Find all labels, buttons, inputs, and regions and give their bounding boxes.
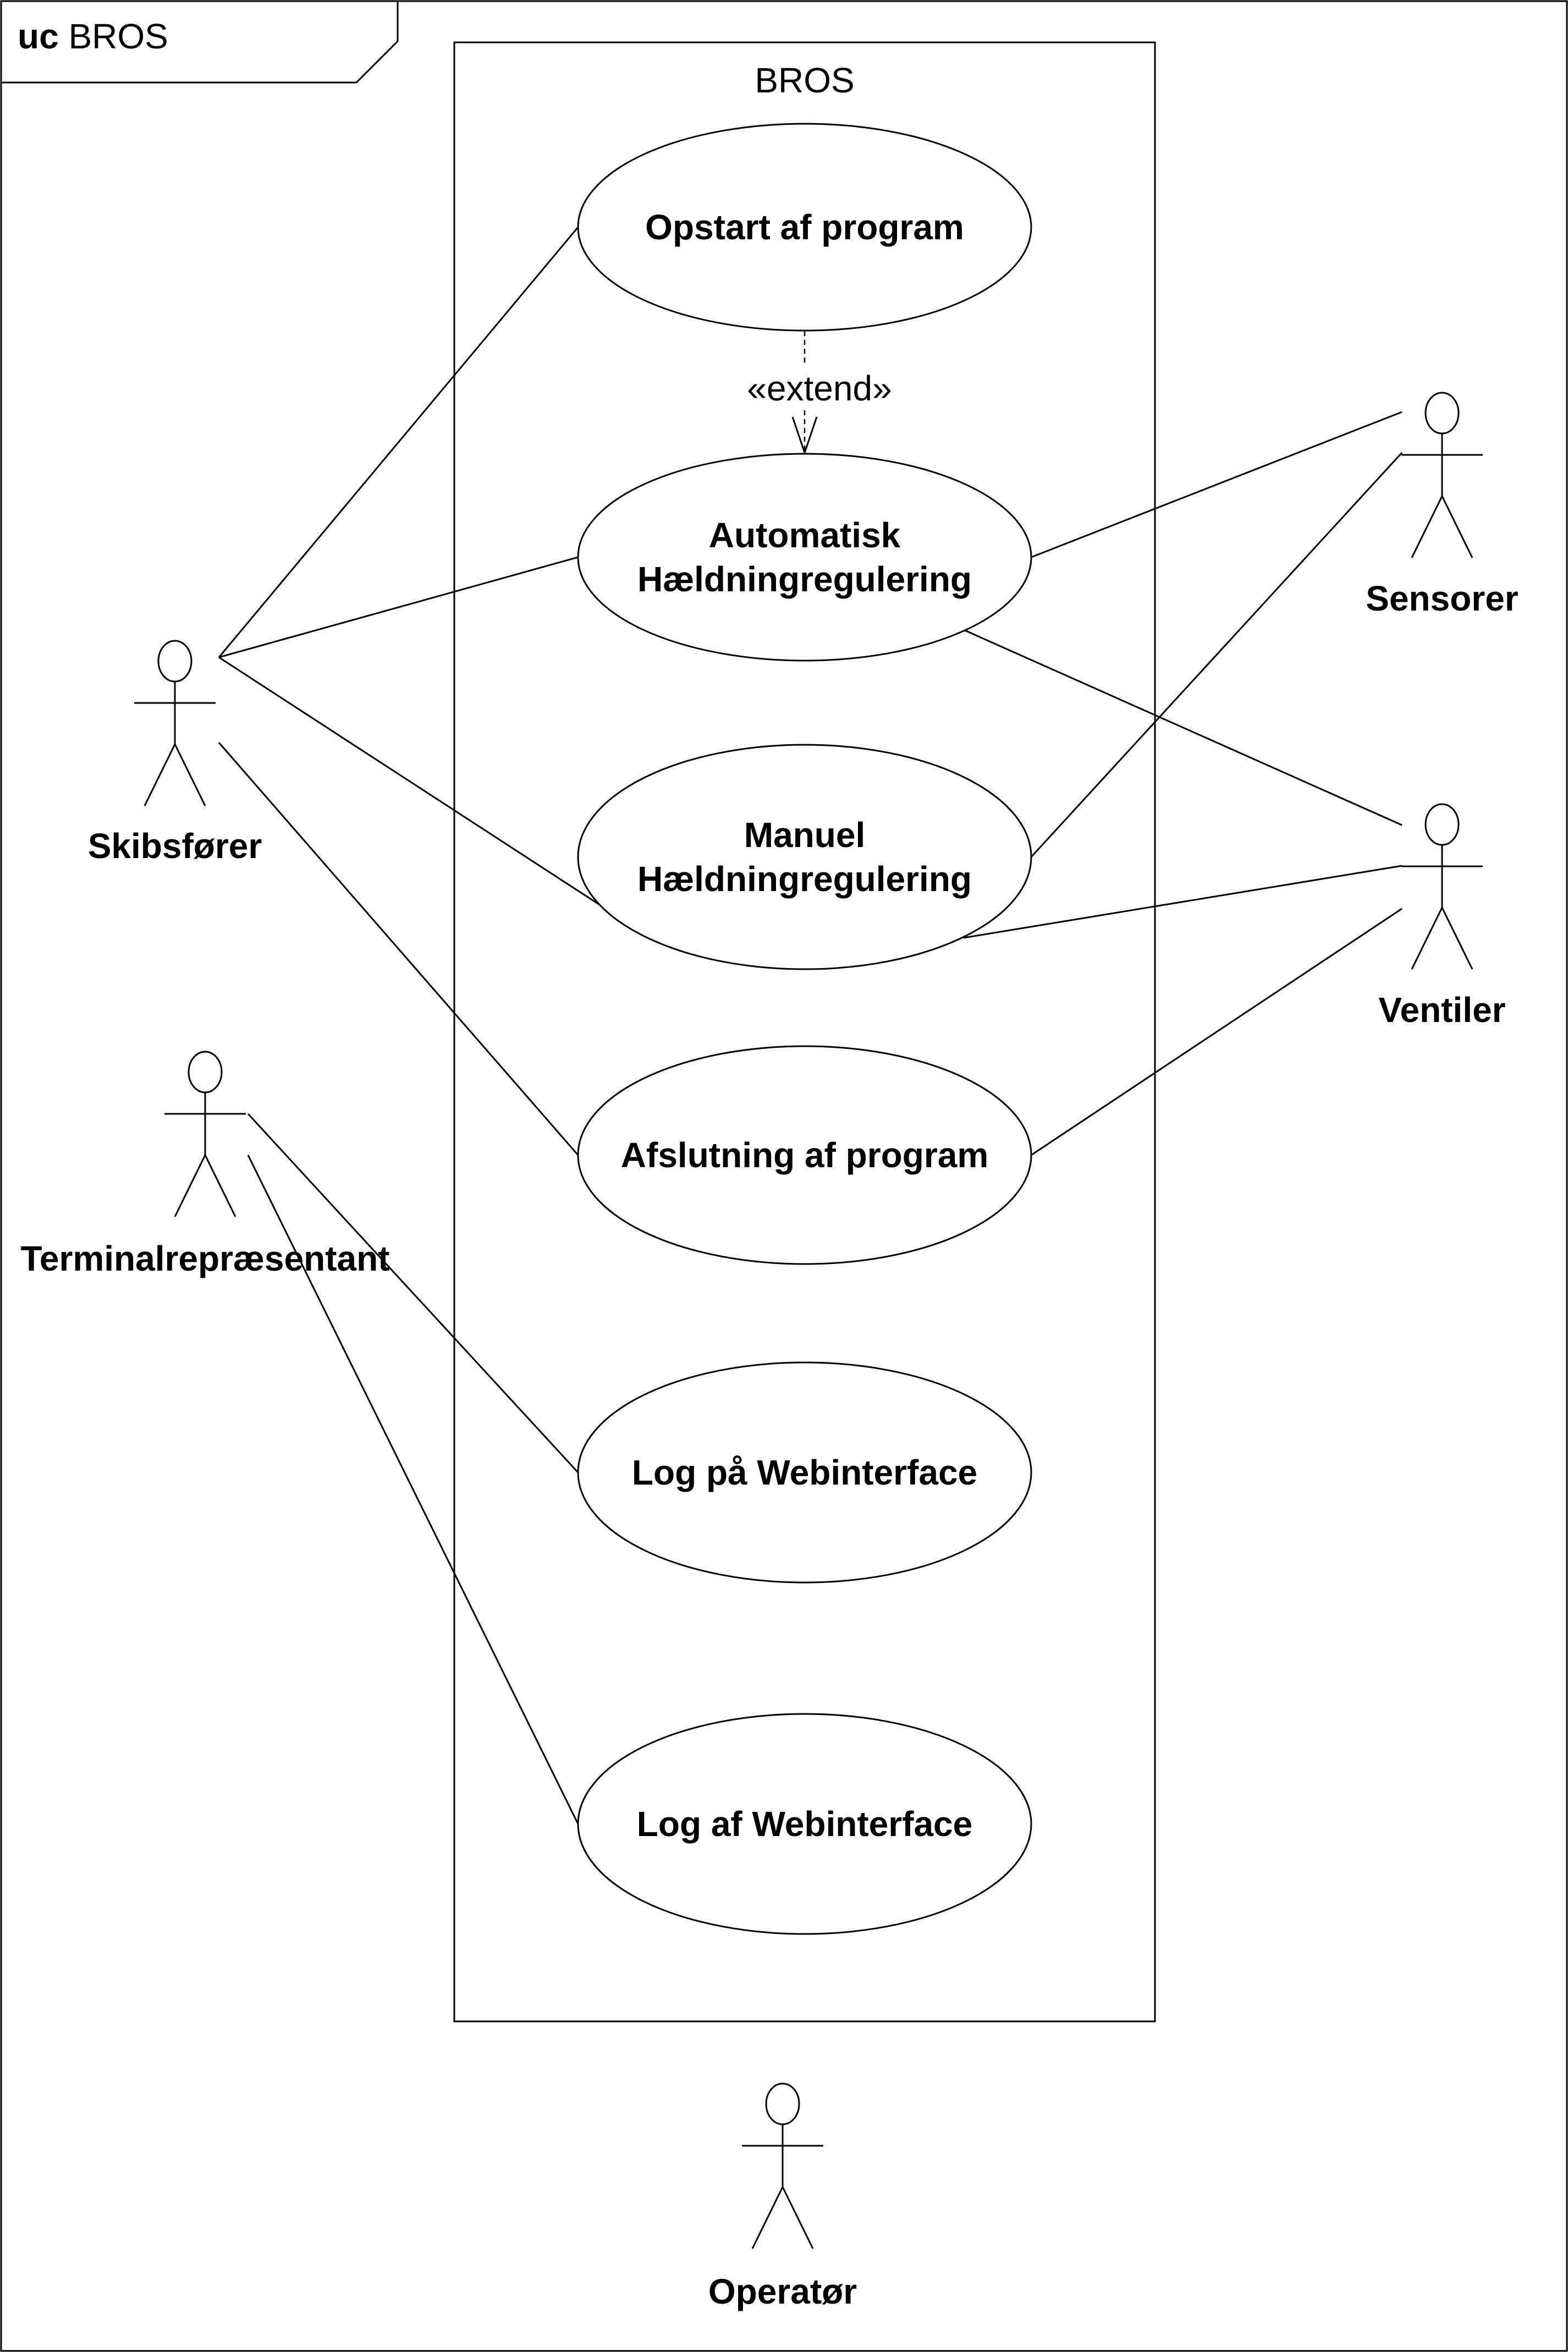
use-case-label: Hældningregulering bbox=[637, 559, 972, 599]
use-case-label: Afslutning af program bbox=[621, 1135, 988, 1175]
use-case-logpaa[interactable]: Log på Webinterface bbox=[577, 1361, 1032, 1584]
frame-keyword: uc bbox=[18, 17, 59, 56]
use-case-label: Manuel bbox=[744, 815, 865, 855]
association-terminal-logpaa bbox=[247, 1113, 579, 1474]
actor-sensorer[interactable]: Sensorer bbox=[1366, 392, 1519, 618]
frame-name: BROS bbox=[68, 17, 168, 56]
actor-head bbox=[1424, 803, 1460, 846]
actor-head bbox=[188, 1051, 223, 1093]
use-case-ellipse bbox=[577, 1713, 1032, 1935]
actor-left-leg bbox=[1411, 907, 1443, 970]
actor-left-leg bbox=[1411, 496, 1443, 558]
actor-left-leg bbox=[174, 1155, 206, 1217]
use-case-logaf[interactable]: Log af Webinterface bbox=[577, 1713, 1032, 1935]
actor-ventiler[interactable]: Ventiler bbox=[1378, 803, 1506, 1030]
actor-skibsforer[interactable]: Skibsfører bbox=[88, 640, 262, 866]
actor-label: Sensorer bbox=[1366, 579, 1518, 618]
frame-title: uc BROS bbox=[18, 17, 168, 56]
use-case-ellipse bbox=[577, 453, 1032, 662]
use-case-label: Log på Webinterface bbox=[632, 1453, 977, 1492]
use-case-ellipse bbox=[577, 123, 1032, 332]
association-ventiler-manuel bbox=[963, 865, 1402, 939]
association-layer bbox=[218, 227, 1403, 1825]
actor-left-leg bbox=[144, 744, 176, 806]
use-case-ellipse bbox=[577, 1361, 1032, 1584]
actor-head bbox=[157, 640, 192, 683]
use-case-label: Opstart af program bbox=[645, 207, 964, 247]
use-case-label: Log af Webinterface bbox=[637, 1804, 972, 1844]
actor-right-leg bbox=[1441, 496, 1473, 558]
extend-label: «extend» bbox=[747, 369, 892, 408]
association-sensorer-manuel bbox=[1030, 452, 1403, 858]
use-case-afslutning[interactable]: Afslutning af program bbox=[577, 1045, 1032, 1265]
actor-head bbox=[1424, 392, 1460, 435]
use-case-ellipse bbox=[577, 1045, 1032, 1265]
frame-tab bbox=[1, 1, 399, 84]
association-ventiler-auto bbox=[963, 629, 1402, 826]
system-boundary bbox=[453, 41, 1156, 2023]
association-ventiler-afslutning bbox=[1031, 908, 1402, 1156]
extend-dependency: «extend» bbox=[737, 331, 892, 455]
actor-label: Skibsfører bbox=[88, 826, 262, 866]
actor-right-leg bbox=[204, 1155, 236, 1217]
actor-label: Operatør bbox=[708, 2272, 857, 2311]
use-case-layer: Opstart af programAutomatiskHældningregu… bbox=[577, 123, 1032, 1935]
actor-head bbox=[765, 2082, 800, 2125]
actor-terminal[interactable]: Terminalrepræsentant bbox=[21, 1051, 390, 1278]
system-title: BROS bbox=[755, 61, 854, 100]
association-skibsforer-opstart bbox=[218, 227, 579, 658]
actor-right-leg bbox=[174, 744, 206, 806]
actor-operator[interactable]: Operatør bbox=[708, 2082, 857, 2311]
use-case-label: Automatisk bbox=[709, 515, 901, 555]
use-case-opstart[interactable]: Opstart af program bbox=[577, 123, 1032, 332]
association-sensorer-auto bbox=[1031, 411, 1402, 558]
actor-left-leg bbox=[751, 2186, 784, 2249]
actor-right-leg bbox=[782, 2186, 814, 2249]
association-skibsforer-auto bbox=[218, 556, 579, 658]
use-case-label: Hældningregulering bbox=[637, 859, 972, 899]
actor-label: Ventiler bbox=[1378, 990, 1505, 1030]
extend-arrowhead bbox=[791, 416, 818, 455]
actor-right-leg bbox=[1441, 907, 1473, 970]
association-skibsforer-afslutning bbox=[218, 742, 579, 1156]
use-case-ellipse bbox=[577, 744, 1032, 970]
actor-label: Terminalrepræsentant bbox=[21, 1239, 390, 1278]
extend-label-bg bbox=[737, 363, 872, 409]
association-terminal-logaf bbox=[247, 1155, 579, 1825]
association-skibsforer-manuel bbox=[218, 656, 647, 936]
